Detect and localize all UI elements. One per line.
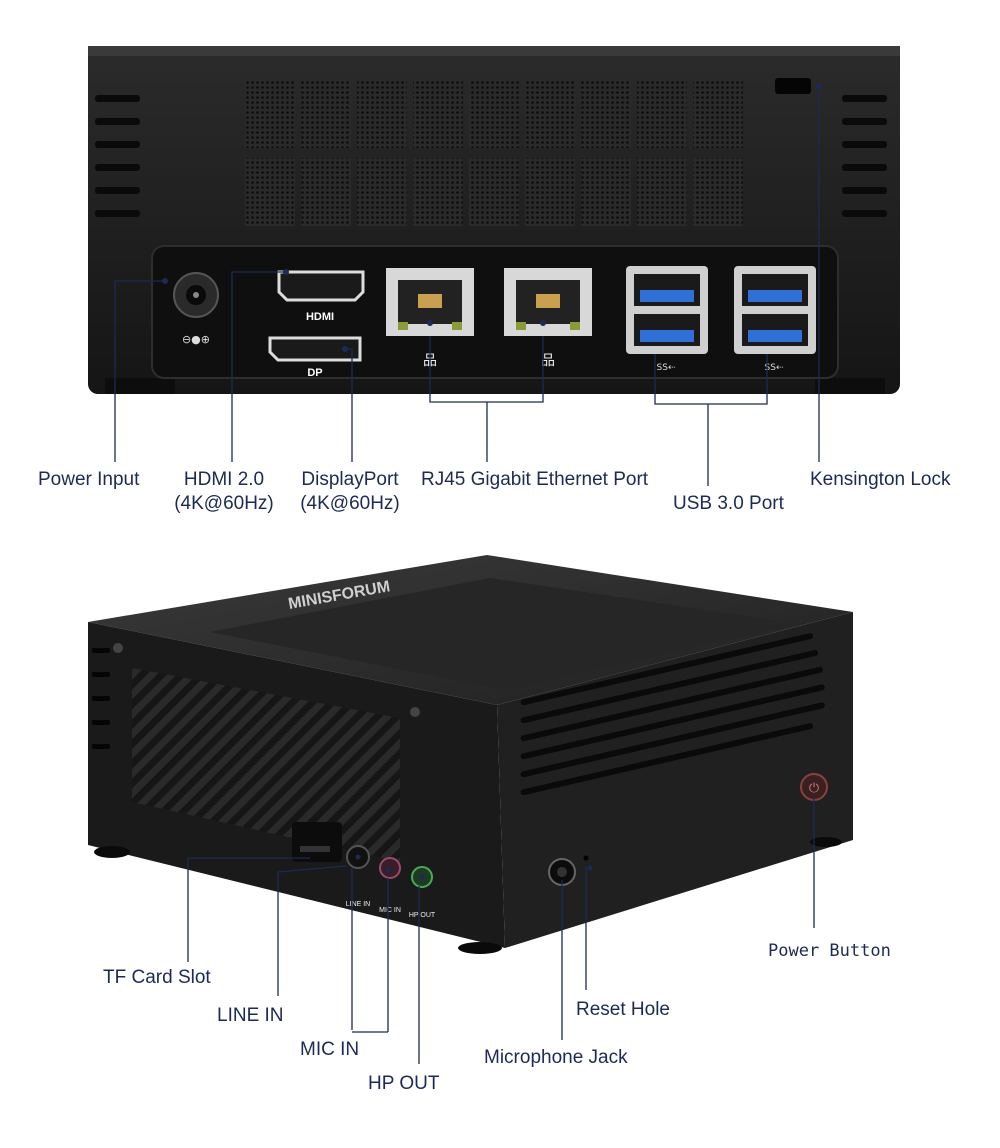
label-hp-out: HP OUT [368,1073,440,1094]
usb-ss-icon: SS⇠ [657,363,676,373]
hdmi-marking: HDMI [306,311,334,323]
rj45-port-2 [504,268,592,336]
label-rj45: RJ45 Gigabit Ethernet Port [421,469,649,490]
label-line-in: LINE IN [217,1005,284,1026]
right-fins [842,95,887,217]
label-hdmi: HDMI 2.0 (4K@60Hz) [168,468,280,516]
left-vent-pattern [132,668,400,862]
label-hdmi-line2: (4K@60Hz) [174,493,274,514]
label-reset-hole: Reset Hole [576,999,670,1020]
network-icon: 品 [541,353,555,369]
displayport-port [268,336,362,362]
hdmi-port [277,270,365,302]
line-in-marking: LINE IN [346,901,371,908]
label-displayport: DisplayPort (4K@60Hz) [294,468,406,516]
rear-vent-grid [245,80,743,226]
mic-in-marking: MIC IN [379,907,401,914]
label-kensington: Kensington Lock [810,469,951,490]
usb-stack-1 [626,266,708,354]
front-leader-lines [187,796,815,1064]
label-displayport-line2: (4K@60Hz) [300,493,400,514]
label-usb: USB 3.0 Port [673,493,784,514]
rj45-port-1 [386,268,474,336]
reset-hole [583,855,589,861]
hp-out-marking: HP OUT [409,912,436,919]
label-displayport-line1: DisplayPort [301,469,399,490]
label-power-input: Power Input [38,469,140,490]
front-device: MINISFORUM LINE IN MIC IN HP OUT [88,555,853,954]
left-fins [95,95,140,217]
label-power-button: Power Button [768,941,891,961]
rear-leader-dots [162,83,822,352]
power-icon: ⏻ [809,781,819,796]
tf-card-slot [292,822,342,862]
polarity-icon: ⊖●⊕ [182,333,210,346]
right-face [497,612,853,948]
mic-in-jack [379,857,401,879]
label-hdmi-line1: HDMI 2.0 [183,469,265,490]
dp-marking: DP [307,367,322,379]
right-vents [520,633,825,796]
label-tf-card: TF Card Slot [103,967,211,988]
usb-ss-icon: SS⇠ [765,363,784,373]
label-microphone-jack: Microphone Jack [484,1047,628,1068]
rear-leader-lines [114,86,820,486]
kensington-slot [775,78,811,94]
label-mic-in: MIC IN [300,1039,360,1060]
usb-stack-2 [734,266,816,354]
rear-device: ⊖●⊕ HDMI DP 品 品 [88,46,900,394]
